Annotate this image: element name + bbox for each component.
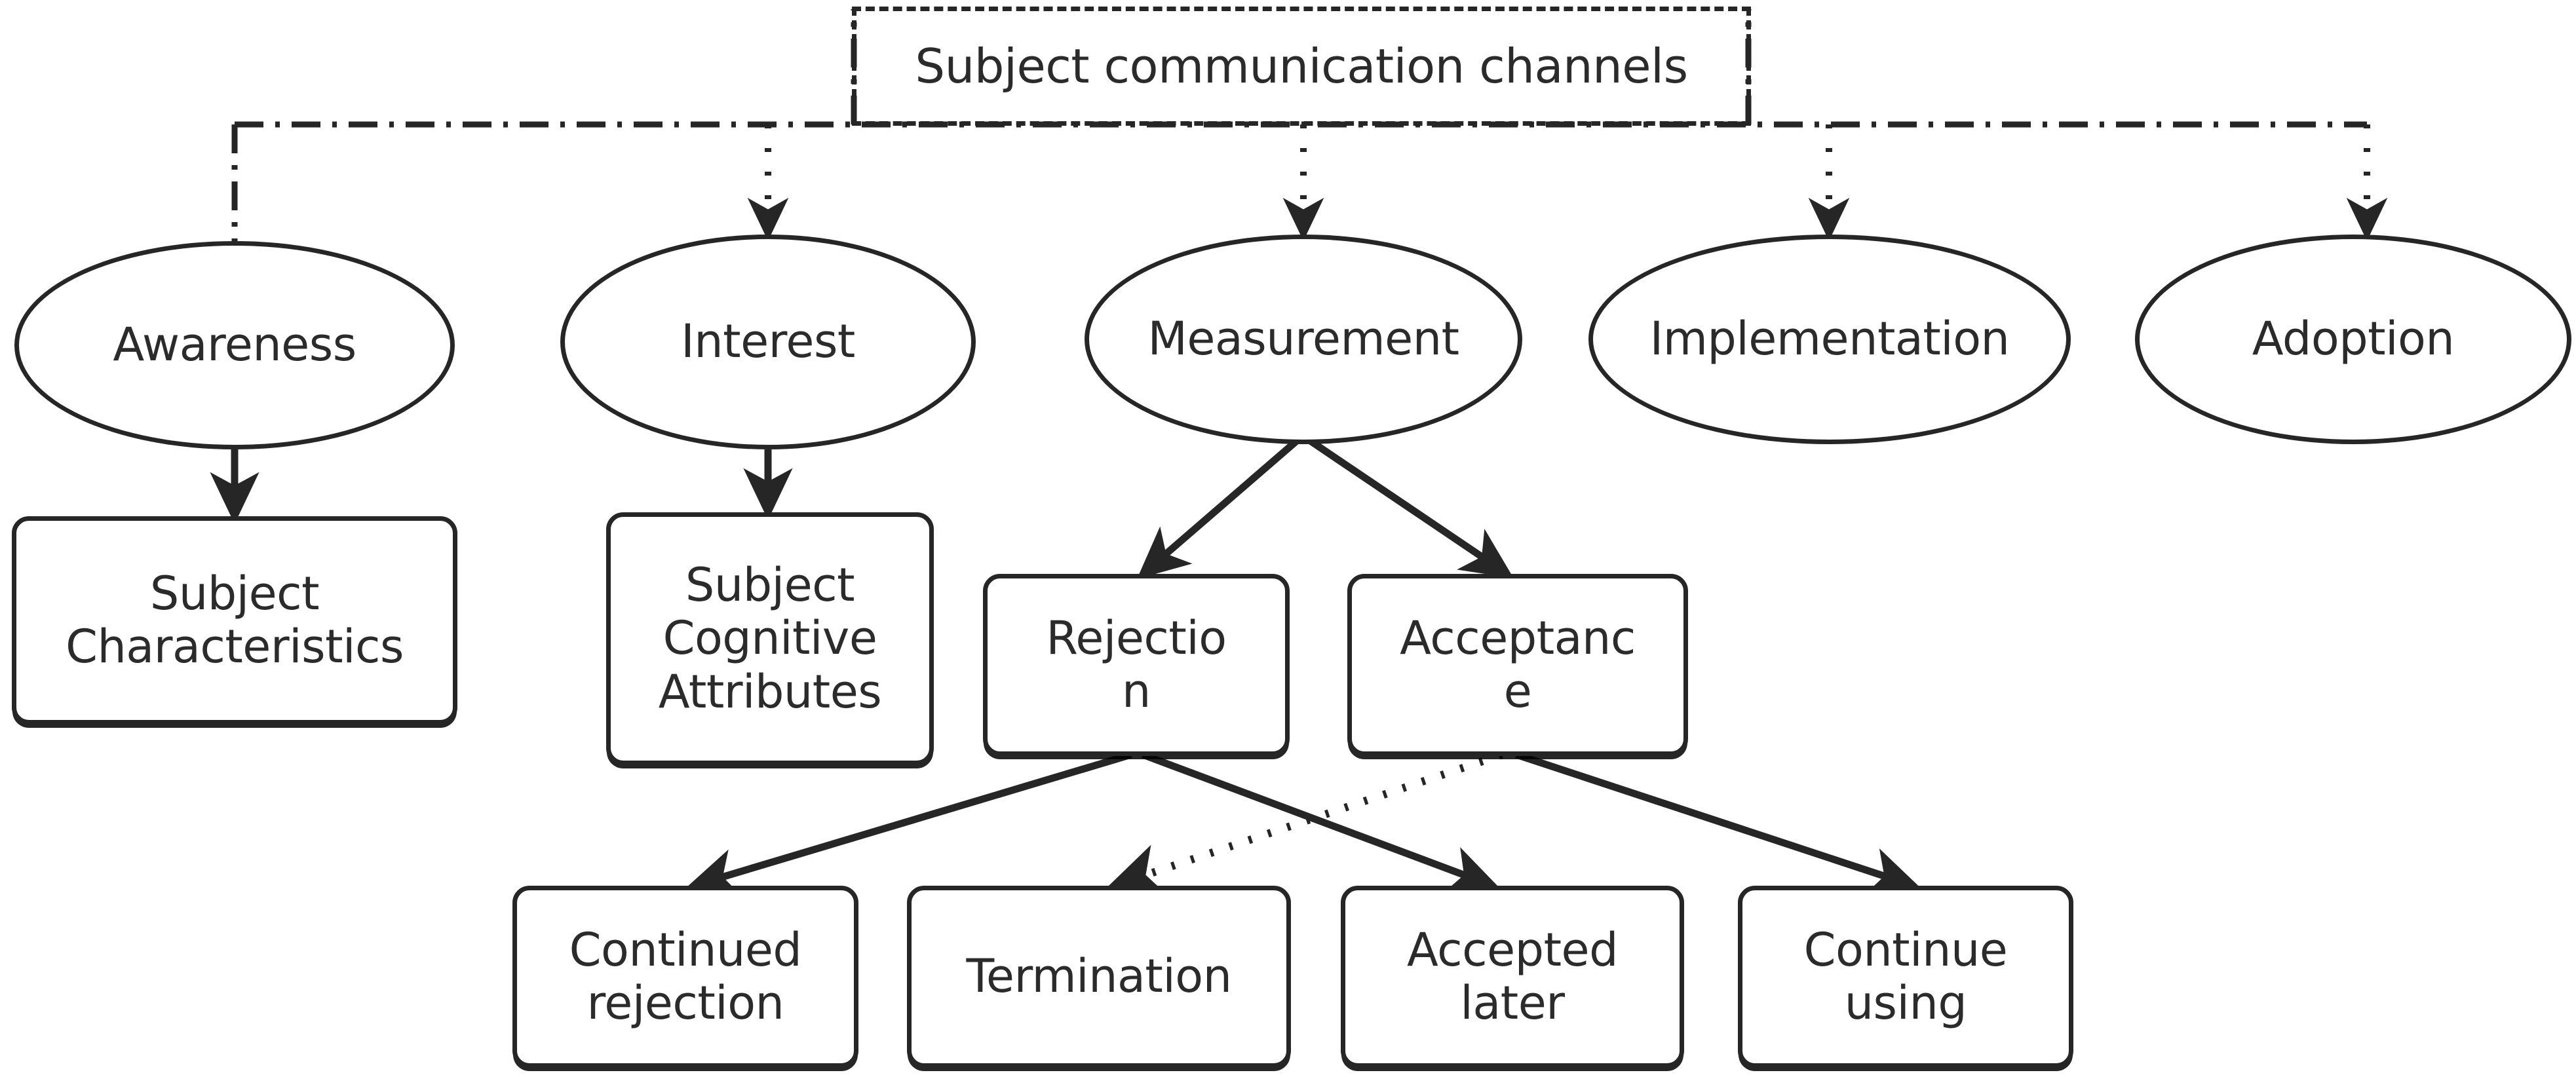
box-subject-characteristics-label: Subject Characteristics — [66, 566, 404, 673]
box-continue-using-label: Continue using — [1803, 922, 2008, 1030]
stage-interest-label: Interest — [681, 314, 855, 369]
box-subject-characteristics[interactable]: Subject Characteristics — [12, 516, 457, 725]
subject-communication-channels-box: Subject communication channels — [852, 7, 1751, 126]
box-termination-label: Termination — [966, 949, 1232, 1004]
edge-measurement-to-rejection — [1137, 437, 1300, 579]
stage-measurement[interactable]: Measurement — [1085, 235, 1522, 444]
box-continued-rejection-label: Continued rejection — [569, 922, 802, 1030]
box-acceptance[interactable]: Acceptanc e — [1347, 574, 1688, 756]
edge-measurement-to-acceptance — [1307, 437, 1514, 578]
edge-acceptance-to-termination — [1105, 751, 1503, 896]
box-rejection-label: Rejectio n — [1046, 611, 1227, 718]
box-accepted-later[interactable]: Accepted later — [1341, 886, 1684, 1068]
box-subject-cognitive-attributes-label: Subject Cognitive Attributes — [658, 558, 882, 719]
stage-implementation[interactable]: Implementation — [1588, 235, 2071, 444]
box-continue-using[interactable]: Continue using — [1738, 886, 2073, 1068]
edge-rejection-to-continued-rejection — [685, 751, 1132, 897]
stage-awareness[interactable]: Awareness — [14, 241, 455, 449]
subject-communication-channels-label: Subject communication channels — [915, 39, 1688, 94]
stage-adoption[interactable]: Adoption — [2135, 235, 2571, 444]
box-accepted-later-label: Accepted later — [1406, 922, 1619, 1030]
stage-awareness-label: Awareness — [113, 318, 356, 372]
edge-rejection-to-accepted-later — [1142, 751, 1501, 894]
stage-measurement-label: Measurement — [1147, 312, 1459, 366]
stage-interest[interactable]: Interest — [560, 235, 976, 449]
stage-implementation-label: Implementation — [1649, 312, 2010, 366]
box-continued-rejection[interactable]: Continued rejection — [512, 886, 858, 1068]
stage-adoption-label: Adoption — [2252, 312, 2455, 366]
edge-acceptance-to-continue-using — [1515, 751, 1921, 896]
box-termination[interactable]: Termination — [907, 886, 1291, 1068]
box-subject-cognitive-attributes[interactable]: Subject Cognitive Attributes — [606, 512, 934, 765]
box-rejection[interactable]: Rejectio n — [983, 574, 1290, 756]
box-acceptance-label: Acceptanc e — [1400, 611, 1636, 718]
